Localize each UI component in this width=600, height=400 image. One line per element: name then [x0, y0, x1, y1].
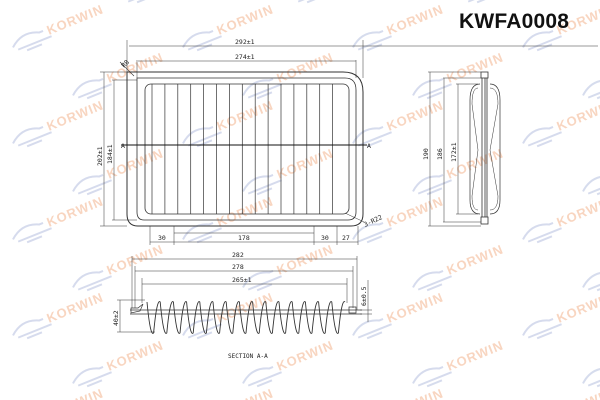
dim-side-inner-height: 172±1 — [450, 142, 458, 162]
pleat-lines — [151, 84, 333, 214]
dim-corner-chamfer: R8 — [120, 58, 131, 69]
part-number-title: KWFA0008 — [459, 10, 570, 33]
dim-inner-length: 274±1 — [235, 53, 255, 61]
section-label: SECTION A-A — [228, 353, 268, 360]
dim-section-pleat-length: 265±1 — [232, 276, 252, 284]
dimension-labels: 292±1 274±1 R8 202±1 184±1 A A 3-R22 30 … — [96, 38, 458, 360]
top-view — [100, 40, 598, 245]
dim-flange-thickness: 6±0.5 — [360, 286, 368, 306]
dim-side-outer-height: 190 — [422, 148, 430, 160]
section-view — [117, 256, 372, 334]
section-marker-left: A — [121, 142, 125, 150]
dim-outer-length: 292±1 — [235, 38, 255, 46]
dim-outer-width: 202±1 — [96, 146, 104, 166]
dim-corner-radius: 3-R22 — [362, 213, 383, 229]
dim-side-mid-height: 186 — [436, 148, 444, 160]
dim-section-height: 40±2 — [112, 310, 120, 326]
dim-seg-1: 30 — [158, 234, 166, 242]
dim-seg-3: 30 — [321, 234, 329, 242]
dim-seg-4: 27 — [342, 234, 350, 242]
dim-section-overall-length: 282 — [232, 251, 244, 259]
dim-section-flange-length: 278 — [232, 263, 244, 271]
dim-seg-2: 178 — [238, 234, 250, 242]
dim-inner-width: 184±1 — [106, 144, 114, 164]
section-marker-right: A — [367, 142, 371, 150]
side-view — [428, 71, 501, 227]
